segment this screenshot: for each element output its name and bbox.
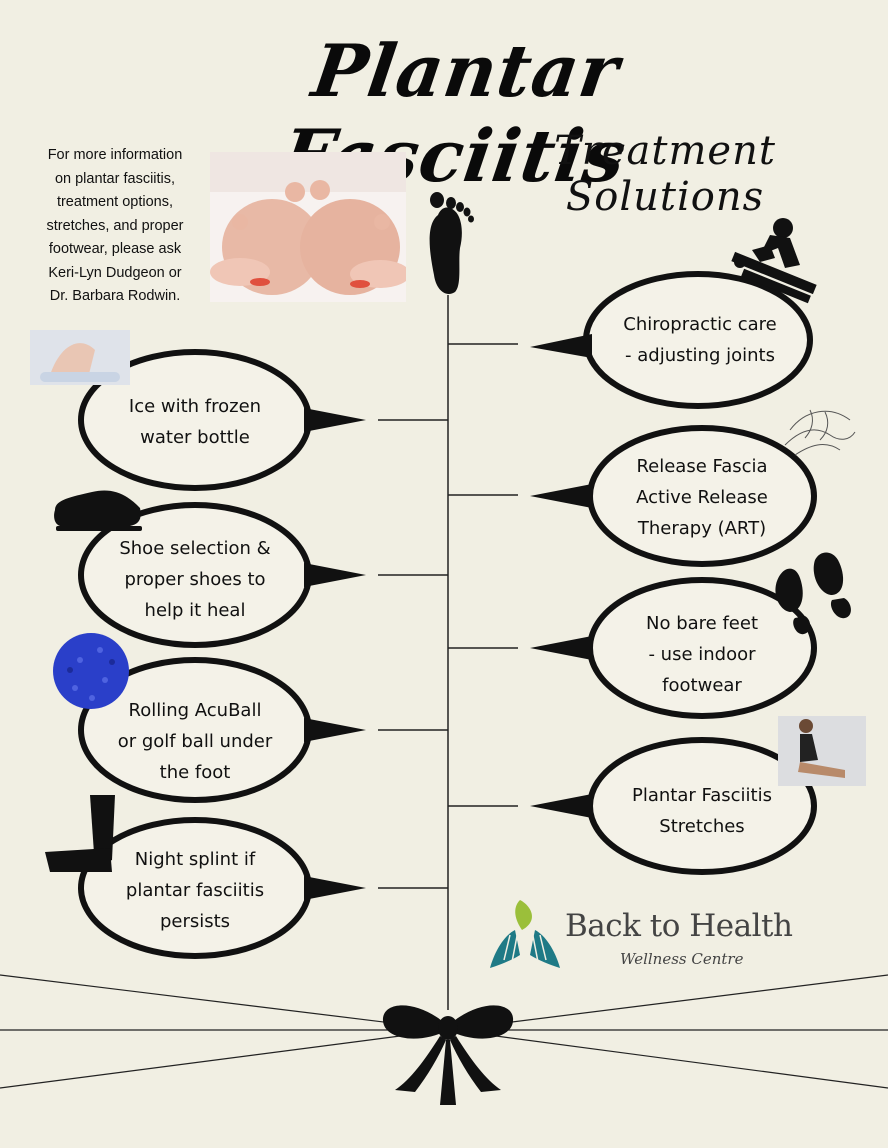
bubble-line: persists — [159, 911, 231, 932]
bubble-line: Therapy (ART) — [637, 518, 767, 539]
acuball-icon — [53, 633, 129, 709]
logo-tagline: Wellness Centre — [620, 950, 744, 968]
info-line: treatment options, — [56, 194, 174, 210]
info-line: Dr. Barbara Rodwin. — [49, 288, 181, 304]
page-subtitle: Treatment Solutions — [554, 128, 776, 220]
chiropractor-icon — [731, 218, 817, 304]
bubble-line: Ice with frozen — [128, 396, 262, 417]
bubble-line: or golf ball under — [117, 731, 273, 752]
footprint-icon — [429, 192, 474, 295]
logo-name: Back to Health — [565, 908, 793, 944]
info-text: For more information on plantar fasciiti… — [22, 144, 208, 309]
bubble-line: water bottle — [140, 427, 250, 448]
ice-bottle-photo — [30, 330, 130, 385]
back-to-health-logo-mark — [490, 900, 560, 968]
bow-icon — [382, 1005, 514, 1105]
bubble-line: Active Release — [636, 487, 768, 508]
bubble-tail-left — [304, 408, 366, 900]
feet-photo — [210, 152, 406, 302]
shoe-icon — [54, 490, 142, 531]
speech-bubble-right — [583, 271, 817, 875]
bubble-text-no-bare-feet: No bare feet - use indoor footwear — [594, 608, 810, 701]
stretching-photo — [778, 716, 866, 786]
bubble-line: footwear — [662, 675, 742, 696]
bubble-text-stretches: Plantar Fasciitis Stretches — [594, 780, 810, 842]
info-line: on plantar fasciitis, — [54, 170, 176, 187]
bubble-line: help it heal — [144, 600, 246, 621]
bubble-line: Stretches — [659, 816, 745, 837]
bubble-line: - adjusting joints — [625, 345, 775, 366]
info-line: Keri-Lyn Dudgeon or — [48, 264, 182, 281]
bubble-line: Night splint if — [134, 849, 256, 870]
bubble-line: Rolling AcuBall — [128, 700, 262, 721]
ribbon-lines — [0, 974, 888, 1089]
bubble-text-night-splint: Night splint if plantar fasciitis persis… — [86, 844, 304, 937]
bubble-line: No bare feet — [646, 613, 758, 634]
hands-sketch-icon — [784, 409, 856, 456]
bubble-text-release-fascia: Release Fascia Active Release Therapy (A… — [594, 451, 810, 544]
bubble-line: Chiropractic care — [623, 314, 777, 335]
bubble-text-rolling-ball: Rolling AcuBall or golf ball under the f… — [86, 695, 304, 788]
bubble-line: Plantar Fasciitis — [632, 785, 772, 806]
info-line: For more information — [47, 147, 183, 163]
night-splint-icon — [45, 795, 115, 872]
footprints-icon — [775, 552, 851, 635]
bubble-tail-right — [530, 334, 592, 818]
bubble-text-shoe-selection: Shoe selection & proper shoes to help it… — [86, 533, 304, 626]
info-line: stretches, and proper — [46, 217, 184, 234]
bubble-line: the foot — [159, 762, 231, 783]
bubble-text-ice: Ice with frozen water bottle — [86, 391, 304, 453]
bubble-line: - use indoor — [648, 644, 756, 665]
bubble-line: proper shoes to — [124, 569, 266, 590]
bubble-text-chiropractic: Chiropractic care - adjusting joints — [592, 309, 808, 371]
bubble-line: plantar fasciitis — [125, 880, 265, 901]
bubble-line: Release Fascia — [636, 456, 768, 477]
bubble-line: Shoe selection & — [119, 538, 271, 559]
info-line: footwear, please ask — [48, 241, 182, 257]
